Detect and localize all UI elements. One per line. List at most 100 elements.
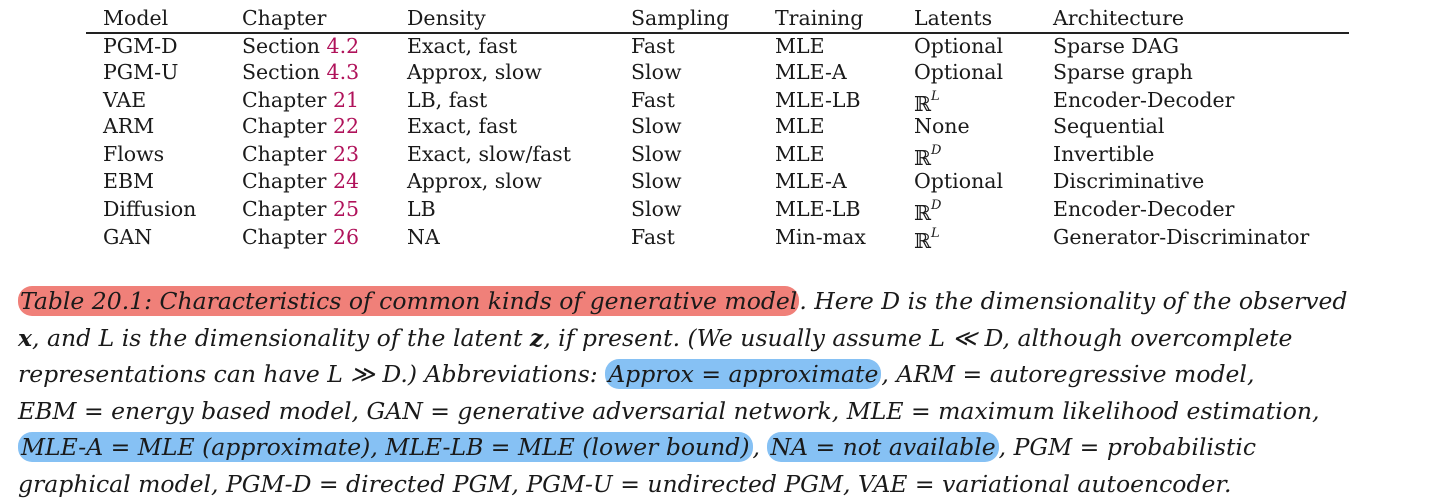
latents-value: ℝ — [914, 229, 931, 253]
column-header: Chapter — [242, 5, 326, 31]
chapter-prefix: Chapter — [242, 88, 326, 112]
cell-chapter: Chapter 26 — [242, 224, 359, 250]
column-header: Sampling — [631, 5, 729, 31]
cell-model: ARM — [103, 113, 154, 139]
caption-line-2: x, and L is the dimensionality of the la… — [18, 320, 1428, 357]
latents-value: Optional — [914, 60, 1003, 84]
cell-sampling: Slow — [631, 59, 682, 85]
caption-text: , and L is the dimensionality of the lat… — [32, 324, 530, 352]
chapter-prefix: Chapter — [242, 225, 326, 249]
latents-value: Optional — [914, 169, 1003, 193]
cell-density: LB, fast — [407, 87, 487, 113]
cell-architecture: Discriminative — [1053, 168, 1204, 194]
caption-line-3: representations can have L ≫ D.) Abbrevi… — [18, 356, 1428, 393]
cell-architecture: Encoder-Decoder — [1053, 196, 1234, 222]
cell-density: LB — [407, 196, 436, 222]
cell-latents: Optional — [914, 33, 1003, 59]
cell-training: MLE-A — [775, 168, 847, 194]
latents-value: ℝ — [914, 201, 931, 225]
chapter-link[interactable]: 21 — [333, 88, 359, 112]
cell-latents: Optional — [914, 168, 1003, 194]
cell-sampling: Fast — [631, 224, 675, 250]
cell-density: Approx, slow — [407, 168, 542, 194]
caption-text: , PGM = probabilistic — [999, 433, 1256, 461]
cell-training: MLE-A — [775, 59, 847, 85]
chapter-link[interactable]: 4.3 — [327, 60, 360, 84]
abbrev-highlight-approx: Approx = approximate — [605, 359, 881, 389]
column-header: Latents — [914, 5, 992, 31]
chapter-link[interactable]: 23 — [333, 142, 359, 166]
column-header: Training — [775, 5, 863, 31]
latents-value: ℝ — [914, 146, 931, 170]
cell-sampling: Slow — [631, 141, 682, 167]
caption-line-6: graphical model, PGM-D = directed PGM, P… — [18, 466, 1428, 502]
cell-sampling: Slow — [631, 113, 682, 139]
cell-chapter: Chapter 22 — [242, 113, 359, 139]
cell-latents: ℝL — [914, 224, 940, 254]
cell-architecture: Sparse graph — [1053, 59, 1193, 85]
caption-line-4: EBM = energy based model, GAN = generati… — [18, 393, 1428, 430]
cell-model: GAN — [103, 224, 152, 250]
chapter-prefix: Chapter — [242, 169, 326, 193]
cell-sampling: Slow — [631, 168, 682, 194]
cell-model: VAE — [103, 87, 146, 113]
cell-model: Diffusion — [103, 196, 196, 222]
chapter-prefix: Chapter — [242, 114, 326, 138]
caption-text: representations can have L ≫ D.) Abbrevi… — [18, 360, 605, 388]
cell-architecture: Encoder-Decoder — [1053, 87, 1234, 113]
chapter-link[interactable]: 22 — [333, 114, 359, 138]
chapter-link[interactable]: 4.2 — [327, 34, 360, 58]
cell-density: Exact, slow/fast — [407, 141, 571, 167]
cell-latents: Optional — [914, 59, 1003, 85]
cell-density: NA — [407, 224, 440, 250]
chapter-link[interactable]: 26 — [333, 225, 359, 249]
cell-model: Flows — [103, 141, 164, 167]
cell-density: Exact, fast — [407, 113, 517, 139]
symbol-x: x — [18, 324, 32, 352]
latents-superscript: L — [931, 226, 940, 241]
cell-training: Min-max — [775, 224, 866, 250]
cell-architecture: Invertible — [1053, 141, 1154, 167]
cell-architecture: Sequential — [1053, 113, 1164, 139]
cell-sampling: Fast — [631, 33, 675, 59]
latents-value: Optional — [914, 34, 1003, 58]
cell-model: PGM-U — [103, 59, 178, 85]
table-caption: Table 20.1: Characteristics of common ki… — [18, 283, 1428, 502]
latents-value: None — [914, 114, 970, 138]
chapter-prefix: Chapter — [242, 142, 326, 166]
chapter-prefix: Section — [242, 60, 320, 84]
cell-training: MLE — [775, 33, 825, 59]
column-header: Density — [407, 5, 486, 31]
latents-superscript: L — [931, 89, 940, 104]
cell-latents: ℝD — [914, 141, 941, 171]
cell-training: MLE — [775, 141, 825, 167]
caption-text: . Here D is the dimensionality of the ob… — [799, 287, 1347, 315]
cell-chapter: Chapter 23 — [242, 141, 359, 167]
chapter-link[interactable]: 25 — [333, 197, 359, 221]
caption-text: , if present. (We usually assume L ≪ D, … — [543, 324, 1292, 352]
cell-chapter: Chapter 21 — [242, 87, 359, 113]
caption-line-5: MLE-A = MLE (approximate), MLE-LB = MLE … — [18, 429, 1428, 466]
cell-density: Exact, fast — [407, 33, 517, 59]
cell-sampling: Slow — [631, 196, 682, 222]
caption-line-1: Table 20.1: Characteristics of common ki… — [18, 283, 1428, 320]
cell-latents: ℝD — [914, 196, 941, 226]
cell-density: Approx, slow — [407, 59, 542, 85]
cell-training: MLE — [775, 113, 825, 139]
chapter-prefix: Chapter — [242, 197, 326, 221]
chapter-prefix: Section — [242, 34, 320, 58]
cell-training: MLE-LB — [775, 196, 861, 222]
caption-text: , ARM = autoregressive model, — [881, 360, 1254, 388]
cell-chapter: Section 4.3 — [242, 59, 359, 85]
caption-text: , — [753, 433, 768, 461]
column-header: Architecture — [1053, 5, 1184, 31]
cell-chapter: Chapter 25 — [242, 196, 359, 222]
abbrev-highlight-na: NA = not available — [767, 432, 998, 462]
cell-architecture: Generator-Discriminator — [1053, 224, 1309, 250]
symbol-z: z — [530, 324, 543, 352]
cell-model: EBM — [103, 168, 154, 194]
abbrev-highlight-mle: MLE-A = MLE (approximate), MLE-LB = MLE … — [18, 432, 753, 462]
latents-superscript: D — [931, 198, 941, 213]
cell-model: PGM-D — [103, 33, 178, 59]
chapter-link[interactable]: 24 — [333, 169, 359, 193]
